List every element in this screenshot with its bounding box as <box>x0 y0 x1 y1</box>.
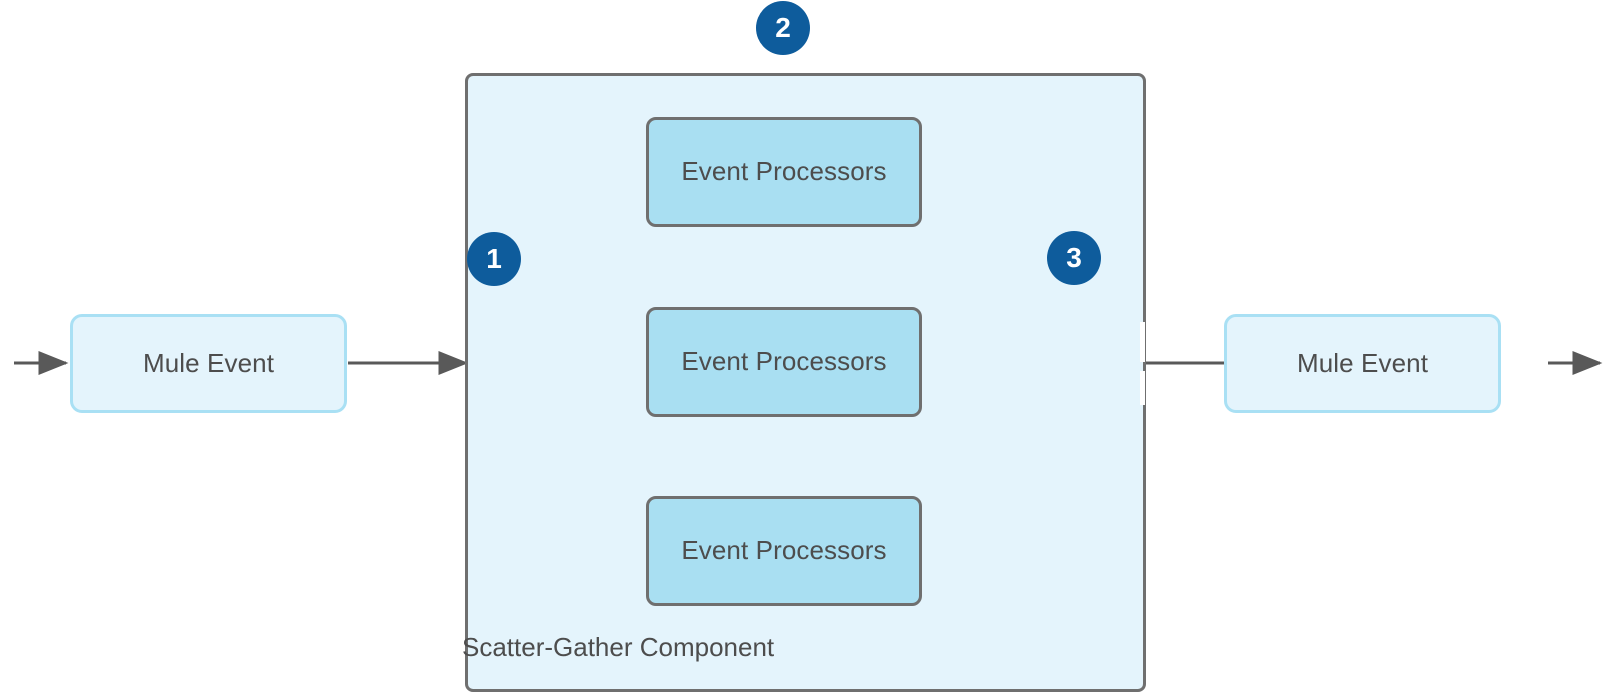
event-processor-box-2[interactable]: Event Processors <box>646 307 922 417</box>
step-badge-1-label: 1 <box>486 243 502 274</box>
step-badge-3[interactable]: 3 <box>1047 231 1101 285</box>
output-mule-event-label: Mule Event <box>1296 347 1429 378</box>
step-badge-2[interactable]: 2 <box>756 1 810 55</box>
event-processor-box-1[interactable]: Event Processors <box>646 117 922 227</box>
gather-point-mask-lower <box>1140 371 1145 405</box>
event-processor-box-3[interactable]: Event Processors <box>646 496 922 606</box>
input-mule-event-box[interactable]: Mule Event <box>70 314 347 413</box>
step-badge-2-label: 2 <box>775 12 791 43</box>
output-mule-event-box[interactable]: Mule Event <box>1224 314 1501 413</box>
input-mule-event-label: Mule Event <box>142 347 275 378</box>
step-badge-3-label: 3 <box>1066 242 1082 273</box>
event-processor-label-1: Event Processors <box>681 156 887 187</box>
step-badge-1[interactable]: 1 <box>467 232 521 286</box>
scatter-gather-container-label: Scatter-Gather Component <box>462 632 774 663</box>
event-processor-label-3: Event Processors <box>681 535 887 566</box>
gather-point-mask <box>1140 322 1145 362</box>
scatter-gather-label-text: Scatter-Gather Component <box>462 632 775 662</box>
event-processor-label-2: Event Processors <box>681 346 887 377</box>
